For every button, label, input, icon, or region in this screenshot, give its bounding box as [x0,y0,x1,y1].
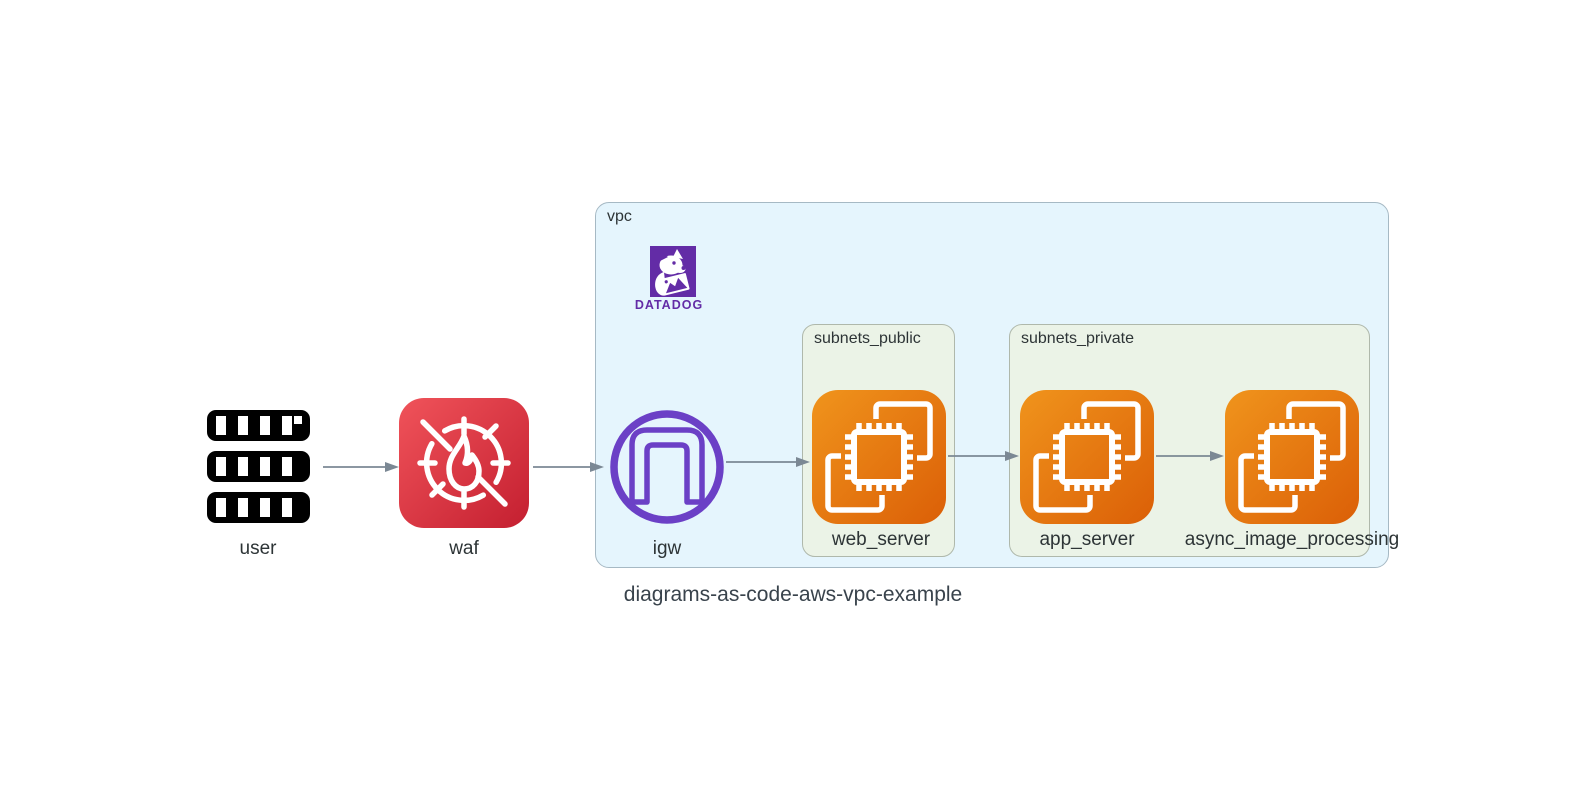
edge-user-to-waf [323,462,399,472]
datadog-wordmark: DATADOG [634,298,704,312]
client-servers-icon [207,410,310,523]
waf-firewall-icon [399,398,529,528]
cluster-subnets-private-label: subnets_private [1021,330,1134,347]
ec2-icon [812,390,946,524]
node-waf-label: waf [449,538,479,559]
node-async-image-processing-label: async_image_processing [1184,529,1400,550]
cluster-subnets-public-label: subnets_public [814,330,921,347]
ec2-icon [1020,390,1154,524]
datadog-logo [650,246,696,297]
internet-gateway-icon [610,410,724,524]
node-web-server-label: web_server [831,529,931,550]
edge-waf-to-igw [533,462,604,472]
ec2-icon [1225,390,1359,524]
node-user-label: user [239,538,277,559]
diagram-caption: diagrams-as-code-aws-vpc-example [623,583,963,606]
cluster-vpc-label: vpc [607,208,632,225]
node-igw-label: igw [652,538,682,559]
node-app-server-label: app_server [1039,529,1135,550]
